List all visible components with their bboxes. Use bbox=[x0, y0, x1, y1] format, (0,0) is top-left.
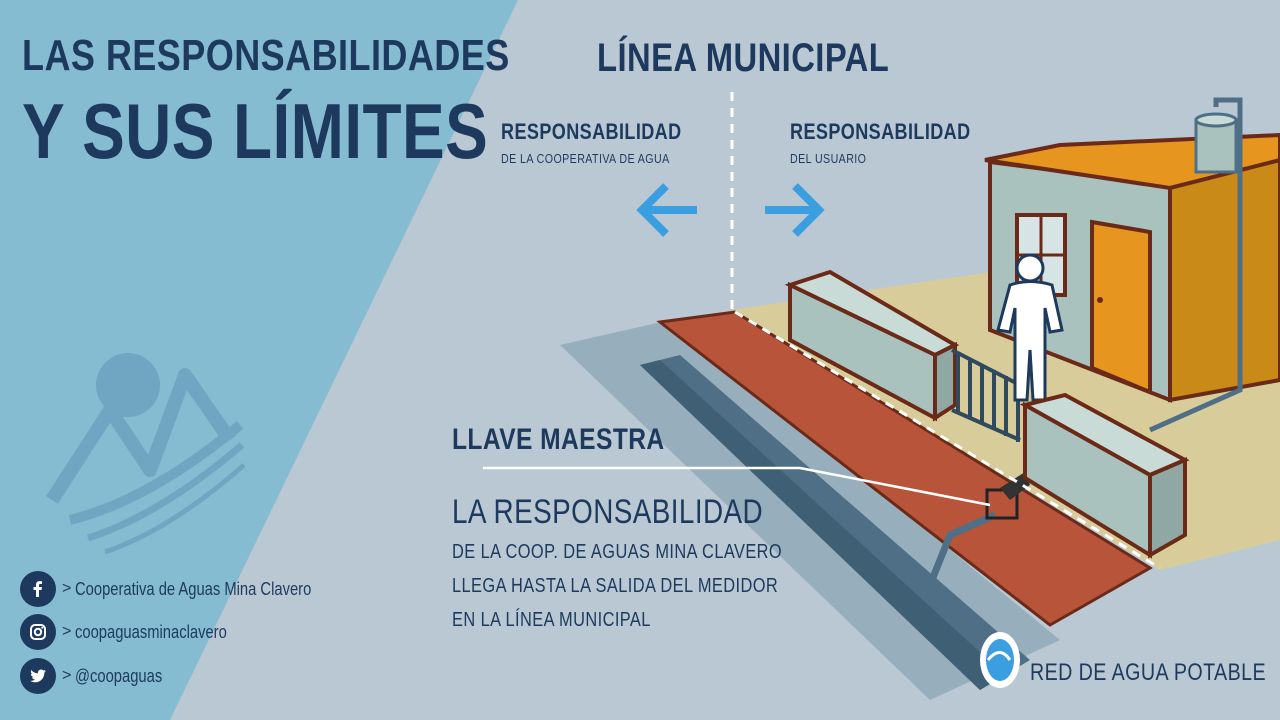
instagram-icon bbox=[20, 614, 56, 650]
person-silhouette bbox=[996, 253, 1064, 402]
user-responsibility-subtitle: DEL USUARIO bbox=[790, 151, 867, 166]
social-separator: > bbox=[62, 580, 72, 597]
gate bbox=[951, 348, 1021, 442]
title-line-2: Y SUS LÍMITES bbox=[22, 87, 489, 175]
front-wall-right bbox=[1019, 392, 1190, 559]
cooperative-responsibility-subtitle: DE LA COOPERATIVA DE AGUA bbox=[501, 151, 670, 166]
social-instagram[interactable]: > coopaguasminaclavero bbox=[20, 614, 260, 650]
master-valve-label: LLAVE MAESTRA bbox=[452, 423, 665, 456]
responsibility-heading: LA RESPONSABILIDAD bbox=[452, 493, 764, 531]
service-pipe bbox=[926, 511, 997, 587]
responsibility-line-2: LLEGA HASTA LA SALIDA DEL MEDIDOR bbox=[452, 575, 779, 597]
user-responsibility-title: RESPONSABILIDAD bbox=[790, 119, 971, 144]
property-dashed-line bbox=[734, 310, 1161, 570]
cooperative-logo bbox=[46, 353, 246, 555]
social-separator: > bbox=[62, 623, 72, 640]
leader-line bbox=[483, 466, 991, 507]
title-line-1: LAS RESPONSABILIDADES bbox=[22, 31, 510, 80]
front-wall-left bbox=[784, 269, 960, 422]
arrow-left-icon bbox=[636, 183, 697, 237]
water-pipe bbox=[640, 355, 1030, 690]
social-facebook[interactable]: > Cooperativa de Aguas Mina Clavero bbox=[20, 571, 364, 607]
twitter-icon bbox=[20, 658, 56, 694]
instagram-link-text[interactable]: coopaguasminaclavero bbox=[75, 621, 228, 642]
responsibility-line-3: EN LA LÍNEA MUNICIPAL bbox=[452, 609, 651, 631]
social-twitter[interactable]: > @coopaguas bbox=[20, 658, 182, 694]
facebook-link-text[interactable]: Cooperativa de Aguas Mina Clavero bbox=[75, 578, 312, 599]
water-network-label: RED DE AGUA POTABLE bbox=[1030, 659, 1267, 686]
cooperative-responsibility-title: RESPONSABILIDAD bbox=[501, 119, 682, 144]
arrow-right-icon bbox=[765, 183, 825, 237]
municipal-line-label: LÍNEA MUNICIPAL bbox=[597, 36, 890, 80]
twitter-link-text[interactable]: @coopaguas bbox=[75, 665, 163, 686]
facebook-icon bbox=[20, 571, 56, 607]
sidewalk bbox=[656, 310, 1153, 627]
social-separator: > bbox=[62, 667, 72, 684]
responsibility-line-1: DE LA COOP. DE AGUAS MINA CLAVERO bbox=[452, 541, 783, 563]
